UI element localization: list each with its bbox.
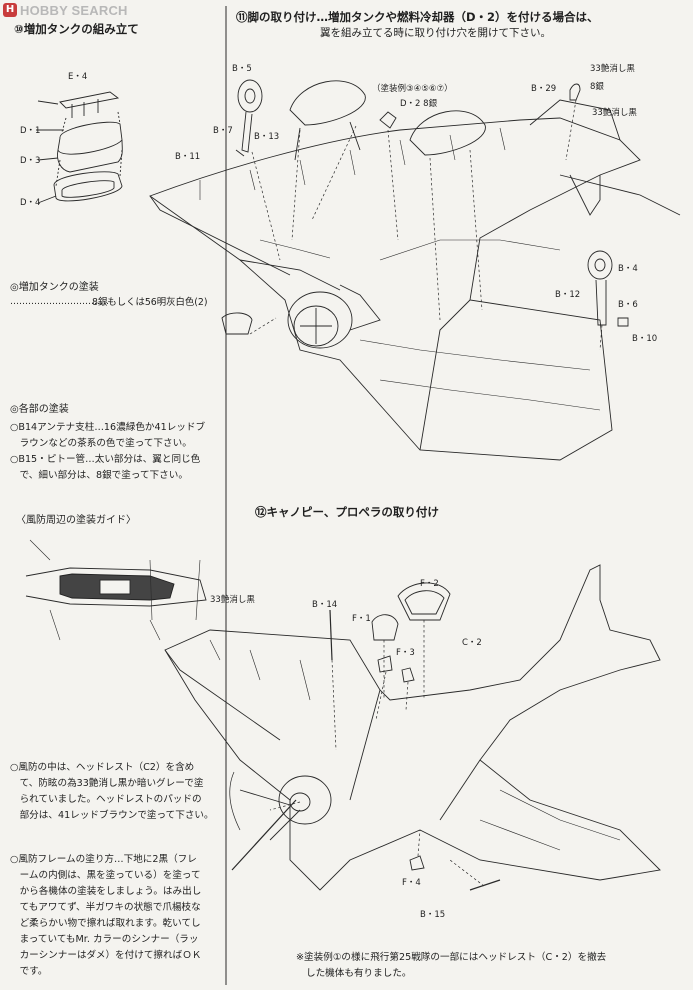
windshield-paint-label: 33艶消し黒 [210, 595, 255, 605]
tank-paint-line: 8銀もしくは56明灰白色(2) [92, 297, 208, 308]
part-label-b6: B・6 [618, 300, 638, 310]
step11-title-line-1: ⑪脚の取り付け…増加タンクや燃料冷却器（D・2）を付ける場合は、 [236, 10, 599, 24]
b29-paint-3: 33艶消し黒 [592, 108, 637, 118]
step11-title-line-2: 翼を組み立てる時に取り付け穴を開けて下さい。 [320, 27, 551, 39]
part-label-b7: B・7 [213, 126, 233, 136]
parts-paint-title: ◎各部の塗装 [10, 404, 69, 415]
b29-paint-2: 8銀 [590, 82, 604, 92]
aircraft-topside-drawing [164, 564, 661, 891]
step12-title: ⑫キャノピー、プロペラの取り付け [255, 505, 439, 519]
frame-note-line-6: まっていてもMr. カラーのシンナー（ラッ [10, 934, 199, 945]
part-label-b29: B・29 [531, 84, 557, 94]
part-label-d1: D・1 [20, 126, 41, 136]
part-label-b10: B・10 [632, 334, 658, 344]
tank-paint-leader: …………………………… [10, 297, 109, 307]
canopy-note-line-3: られていました。ヘッドレストのパッドの [10, 794, 202, 805]
frame-note-line-4: てもアワてず、半ガワキの状態で爪楊枝な [10, 902, 201, 913]
parts-paint-line-1: ○B14アンテナ支柱…16濃緑色か41レッドブ [10, 422, 206, 433]
tank-paint-title: ◎増加タンクの塗装 [10, 282, 99, 293]
hobbysearch-logo: H HOBBY SEARCH [3, 3, 163, 19]
step10-title: ⑩増加タンクの組み立て [14, 22, 139, 36]
part-label-f1: F・1 [352, 614, 371, 624]
part-label-e4: E・4 [68, 72, 88, 82]
footnote-line-2: した機体も有りました。 [306, 968, 412, 979]
part-label-b14: B・14 [312, 600, 338, 610]
canopy-note-line-2: て、防眩の為33艶消し黒か暗いグレーで塗 [10, 778, 204, 789]
frame-note-line-1: ○風防フレームの塗り方…下地に2黒（フレ [10, 854, 197, 865]
parts-paint-line-2: ラウンなどの茶系の色で塗って下さい。 [10, 438, 192, 449]
parts-paint-line-3: ○B15・ピトー管…太い部分は、翼と同じ色 [10, 454, 201, 465]
frame-note-line-3: から各機体の塗装をしましょう。はみ出し [10, 886, 202, 897]
frame-note-line-2: ームの内側は、黒を塗っている）を塗って [10, 870, 201, 881]
part-label-b5: B・5 [232, 64, 252, 74]
footnote-line-1: ※塗装例①の様に飛行第25戦隊の一部にはヘッドレスト（C・2）を撤去 [296, 952, 607, 963]
part-label-d4: D・4 [20, 198, 41, 208]
part-label-d3: D・3 [20, 156, 41, 166]
drop-tank-exploded-drawing [36, 91, 123, 204]
paint-example-label: （塗装例③④⑤⑥⑦） [372, 84, 453, 94]
part-label-b12: B・12 [555, 290, 581, 300]
part-label-b15: B・15 [420, 910, 446, 920]
part-label-f4: F・4 [402, 878, 421, 888]
part-label-b13: B・13 [254, 132, 280, 142]
canopy-note-line-4: 部分は、41レッドブラウンで塗って下さい。 [10, 810, 214, 821]
canopy-note-line-1: ○風防の中は、ヘッドレスト（C2）を含め [10, 762, 195, 773]
frame-note-line-8: です。 [10, 966, 48, 977]
windshield-guide-title: 〈風防周辺の塗装ガイド〉 [16, 515, 136, 526]
part-label-b4: B・4 [618, 264, 638, 274]
windshield-guide-drawing [25, 539, 207, 641]
parts-paint-line-4: で、細い部分は、8銀で塗って下さい。 [10, 470, 188, 481]
part-label-f3: F・3 [396, 648, 415, 658]
aircraft-underside-drawing [149, 79, 681, 461]
logo-text: HOBBY SEARCH [20, 3, 128, 18]
frame-note-line-5: ど柔らかい物で擦れば取れます。乾いてし [10, 918, 201, 929]
frame-note-line-7: カーシンナーはダメ）を付けて擦ればＯＫ [10, 950, 202, 961]
part-label-b11: B・11 [175, 152, 201, 162]
logo-mark-icon: H [3, 3, 17, 17]
d2-silver-label: D・2 8銀 [400, 99, 438, 109]
b29-paint-1: 33艶消し黒 [590, 64, 635, 74]
part-label-c2: C・2 [462, 638, 482, 648]
part-label-f2: F・2 [420, 579, 439, 589]
